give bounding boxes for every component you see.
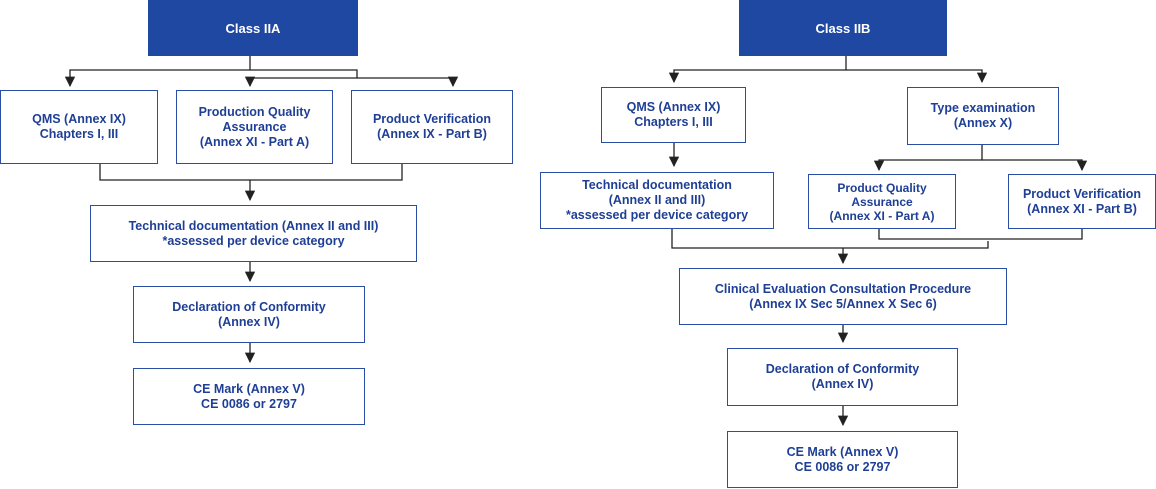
box-line: Assurance (851, 194, 913, 209)
box-line: Product Quality (837, 180, 927, 195)
class-iia-pv-box: Product Verification (Annex IX - Part B) (351, 90, 513, 164)
box-line: (Annex IV) (218, 314, 280, 329)
class-iib-qms-box: QMS (Annex IX) Chapters I, III (601, 87, 746, 143)
box-line: (Annex IV) (811, 377, 874, 391)
box-line: Technical documentation (Annex II and II… (128, 218, 379, 233)
box-line: Product Verification (372, 112, 492, 126)
class-iib-ce-box: CE Mark (Annex V) CE 0086 or 2797 (727, 431, 958, 488)
box-line: Clinical Evaluation Consultation Procedu… (714, 281, 972, 296)
class-iia-techdoc-box: Technical documentation (Annex II and II… (90, 205, 417, 262)
box-line: Assurance (222, 119, 287, 134)
box-line: (Annex IX - Part B) (377, 127, 487, 141)
box-line: Production Quality (198, 104, 311, 119)
class-iia-ce-box: CE Mark (Annex V) CE 0086 or 2797 (133, 368, 365, 425)
box-line: Chapters I, III (39, 127, 119, 141)
box-line: CE 0086 or 2797 (201, 396, 297, 411)
class-iib-cecp-box: Clinical Evaluation Consultation Procedu… (679, 268, 1007, 325)
box-line: QMS (Annex IX) (626, 100, 721, 114)
box-line: (Annex II and III) (608, 193, 706, 207)
class-iia-pqa-box: Production Quality Assurance (Annex XI -… (176, 90, 333, 164)
box-line: Declaration of Conformity (765, 362, 920, 376)
box-line: (Annex XI - Part B) (1027, 201, 1137, 216)
box-line: (Annex X) (953, 116, 1013, 130)
class-iib-header: Class IIB (739, 0, 947, 56)
box-line: Product Verification (1022, 186, 1142, 201)
box-line: (Annex XI - Part A) (199, 134, 310, 149)
class-iia-doc-box: Declaration of Conformity (Annex IV) (133, 286, 365, 343)
box-line: *assessed per device category (565, 208, 749, 222)
class-iib-pv-box: Product Verification (Annex XI - Part B) (1008, 174, 1156, 229)
box-line: (Annex XI - Part A) (829, 208, 935, 223)
class-iia-qms-box: QMS (Annex IX) Chapters I, III (0, 90, 158, 164)
box-line: Type examination (930, 101, 1036, 115)
box-line: Technical documentation (582, 178, 732, 192)
box-line: Declaration of Conformity (172, 299, 326, 314)
box-line: *assessed per device category (162, 233, 345, 248)
box-line: CE Mark (Annex V) (786, 444, 899, 459)
class-iib-pqa-box: Product Quality Assurance (Annex XI - Pa… (808, 174, 956, 229)
class-iib-techdoc-box: Technical documentation (Annex II and II… (540, 172, 774, 229)
class-iib-doc-box: Declaration of Conformity (Annex IV) (727, 348, 958, 406)
class-iib-type-exam-box: Type examination (Annex X) (907, 87, 1059, 145)
box-line: Chapters I, III (634, 115, 713, 129)
box-line: CE Mark (Annex V) (193, 381, 305, 396)
box-line: (Annex IX Sec 5/Annex X Sec 6) (749, 296, 937, 311)
box-line: CE 0086 or 2797 (794, 459, 891, 474)
box-line: QMS (Annex IX) (32, 112, 126, 126)
class-iia-header: Class IIA (148, 0, 358, 56)
